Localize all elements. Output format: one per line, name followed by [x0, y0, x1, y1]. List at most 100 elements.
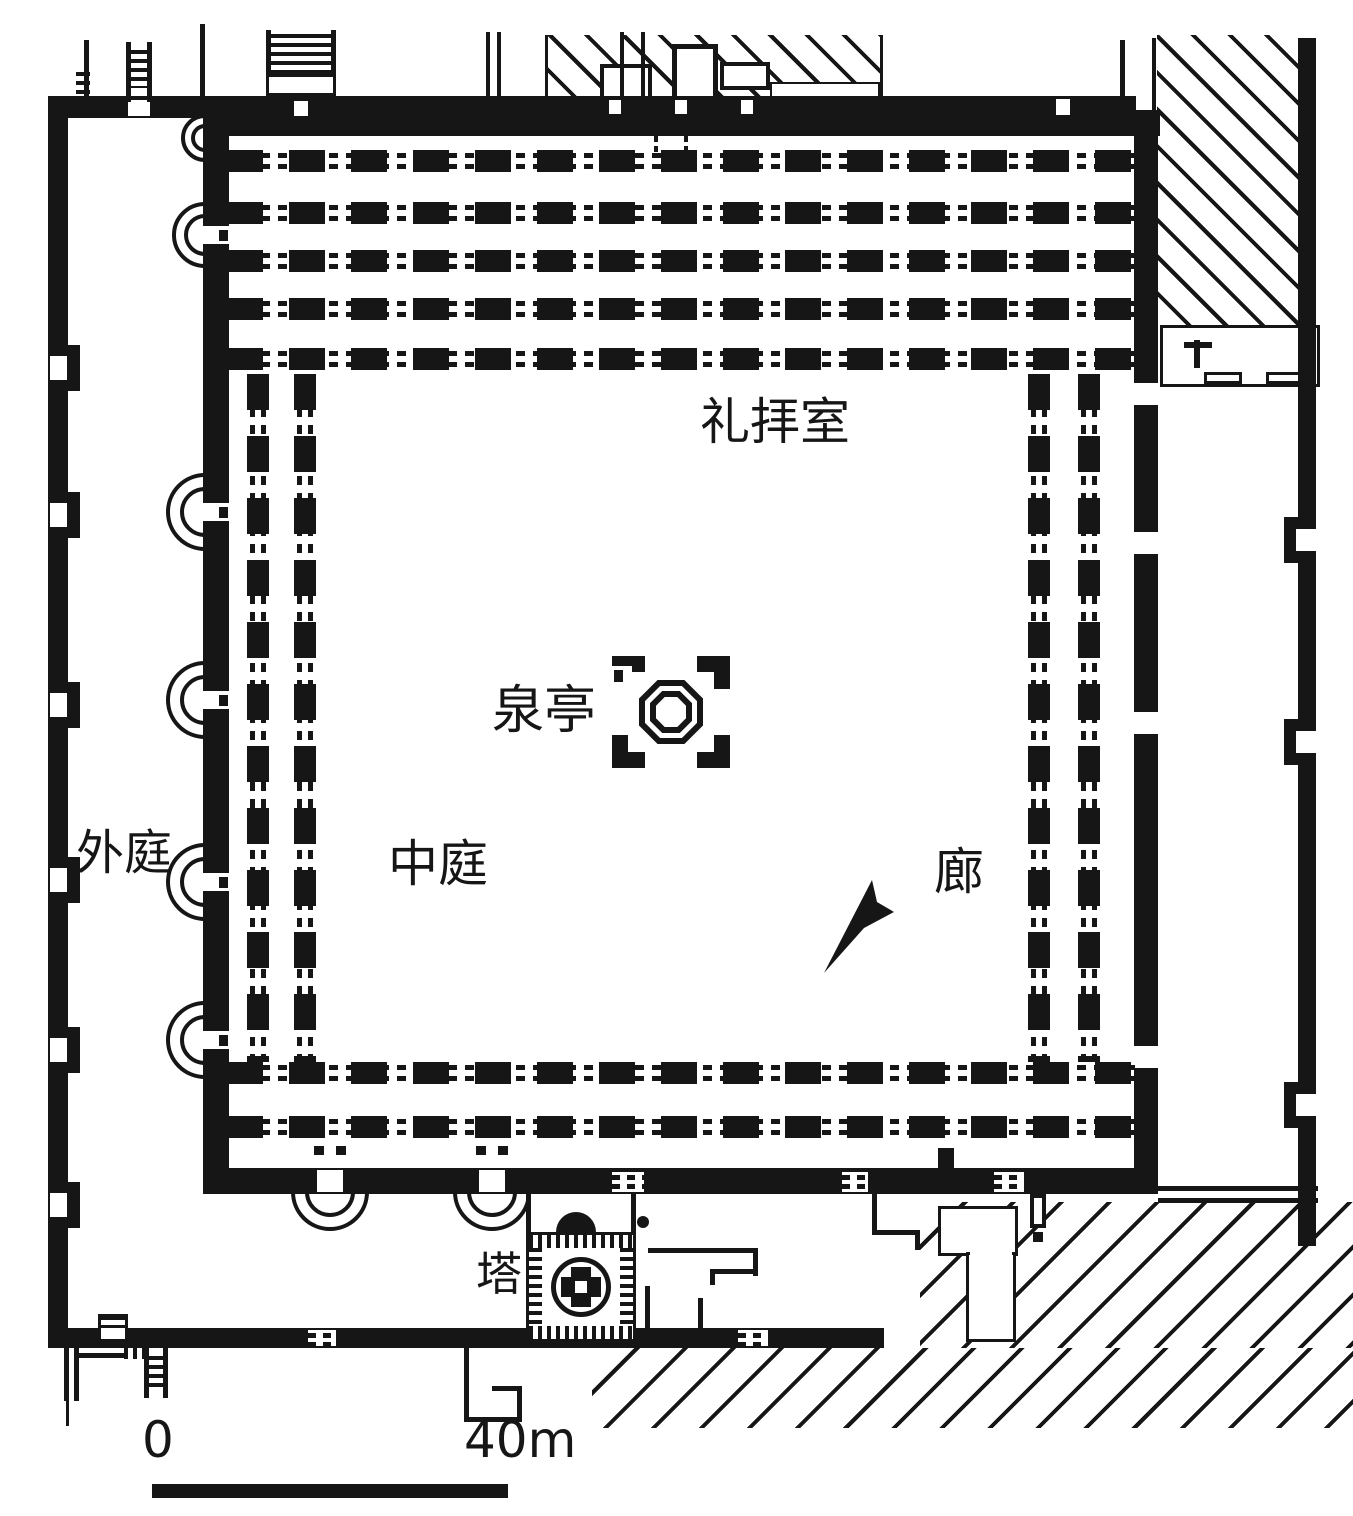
- door-pier: [219, 507, 228, 518]
- buttress: [64, 682, 80, 728]
- door-pier: [314, 1146, 324, 1155]
- hatched-building-bottom-band: [592, 1348, 1353, 1428]
- door-gap: [50, 503, 67, 527]
- hatch-pier: [938, 1206, 1018, 1256]
- annex-wall: [710, 1269, 758, 1274]
- annex-wall: [648, 1248, 758, 1253]
- annex-wall: [753, 1248, 758, 1276]
- door-pier: [219, 230, 228, 241]
- door-gap-dashed: [738, 1330, 768, 1346]
- minaret-wall-band: [620, 1248, 633, 1326]
- hatch-edge-line: [545, 35, 548, 101]
- stair-line: [497, 32, 501, 96]
- stair-line: [641, 32, 645, 96]
- door-pier: [336, 1146, 346, 1155]
- buttress: [1284, 517, 1300, 563]
- door-pier: [219, 877, 228, 888]
- boundary-step-line: [872, 1230, 920, 1235]
- wall-stub-dot: [1033, 1232, 1043, 1242]
- buttress: [64, 492, 80, 538]
- door-pier: [476, 1146, 486, 1155]
- wall-stub: [938, 1148, 954, 1194]
- wall-precinct-top: [203, 110, 1160, 136]
- stair-line: [492, 1386, 522, 1391]
- minaret-passage-line: [526, 1194, 531, 1232]
- minaret-stair-ring: [551, 1257, 611, 1317]
- door-gap: [1134, 383, 1158, 405]
- minaret-dome: [556, 1212, 596, 1232]
- hatch-pier-stem: [966, 1252, 1016, 1342]
- stair-line: [486, 32, 490, 96]
- stair-line: [517, 1386, 522, 1422]
- pier-column: [247, 374, 269, 1062]
- stair-rungs: [101, 1316, 125, 1328]
- door-gap: [741, 100, 753, 114]
- wall-outer-left: [48, 96, 68, 1346]
- stair-rungs: [271, 34, 331, 74]
- label-arcade: 廊: [934, 843, 984, 901]
- wall-stub-core: [1034, 1198, 1042, 1224]
- stair-comb: [124, 1345, 146, 1359]
- hatched-building-top-right: [1157, 35, 1298, 327]
- pier-row: [227, 298, 1135, 320]
- stair-line: [200, 24, 205, 98]
- door-gap: [50, 1038, 67, 1062]
- door-arch: [191, 124, 206, 152]
- door-gap: [50, 693, 67, 717]
- door-pier: [498, 1146, 508, 1155]
- door-gap: [128, 100, 150, 116]
- door-gap: [609, 100, 621, 114]
- pier-row: [227, 348, 1135, 370]
- stair-rail: [331, 30, 336, 80]
- mihrab-projection: [672, 44, 718, 102]
- fountain-notch-tick: [614, 670, 623, 682]
- door-gap-dashed: [612, 1172, 644, 1192]
- minaret-wall-band: [529, 1326, 633, 1339]
- pier-column: [1028, 374, 1050, 1062]
- door-pier: [219, 1035, 228, 1046]
- minaret-dot: [637, 1216, 649, 1228]
- door-gap: [1134, 712, 1158, 734]
- wall-corridor-bottom: [1158, 1198, 1318, 1203]
- door-gap: [317, 1170, 343, 1192]
- pier-row: [227, 1062, 1135, 1084]
- pier-row: [227, 202, 1135, 224]
- door-gap: [1296, 731, 1317, 753]
- stair-rungs: [76, 72, 90, 98]
- door-gap: [1134, 532, 1158, 554]
- door-gap: [1056, 99, 1070, 115]
- pier-row: [227, 250, 1135, 272]
- mihrab-side-room: [720, 62, 770, 90]
- stair-line: [464, 1417, 522, 1422]
- door-gap: [479, 1170, 505, 1192]
- axis-dash: [684, 146, 688, 152]
- door-gap: [1134, 1046, 1158, 1068]
- stair-line: [76, 1353, 126, 1358]
- wall-precinct-left: [203, 110, 229, 1194]
- pier-column: [294, 374, 316, 1062]
- minaret-wall-band: [529, 1248, 542, 1326]
- door-gap: [50, 868, 67, 892]
- door-gap: [50, 356, 67, 380]
- boundary-step-line: [872, 1194, 877, 1234]
- label-central-courtyard: 中庭: [388, 835, 488, 893]
- label-tower: 塔: [476, 1247, 522, 1301]
- annex-wall: [645, 1286, 650, 1334]
- buttress: [64, 857, 80, 903]
- label-prayer-hall: 礼拝室: [700, 393, 850, 451]
- door-gap-dashed: [842, 1172, 868, 1192]
- stair-rungs: [146, 1356, 166, 1392]
- door-gap: [1296, 529, 1317, 551]
- annex-wall: [698, 1298, 703, 1334]
- hatch-edge-line: [1120, 40, 1125, 102]
- buttress: [64, 1027, 80, 1073]
- door-gap-dashed: [308, 1330, 336, 1346]
- hatch-edge-line: [880, 35, 883, 101]
- pier-row: [227, 150, 1135, 172]
- north-arrow: [824, 880, 894, 973]
- stair-rail: [266, 30, 271, 80]
- buttress: [64, 1182, 80, 1228]
- annex-room-detail: [1204, 372, 1242, 384]
- wall-corridor-bottom: [1158, 1186, 1318, 1191]
